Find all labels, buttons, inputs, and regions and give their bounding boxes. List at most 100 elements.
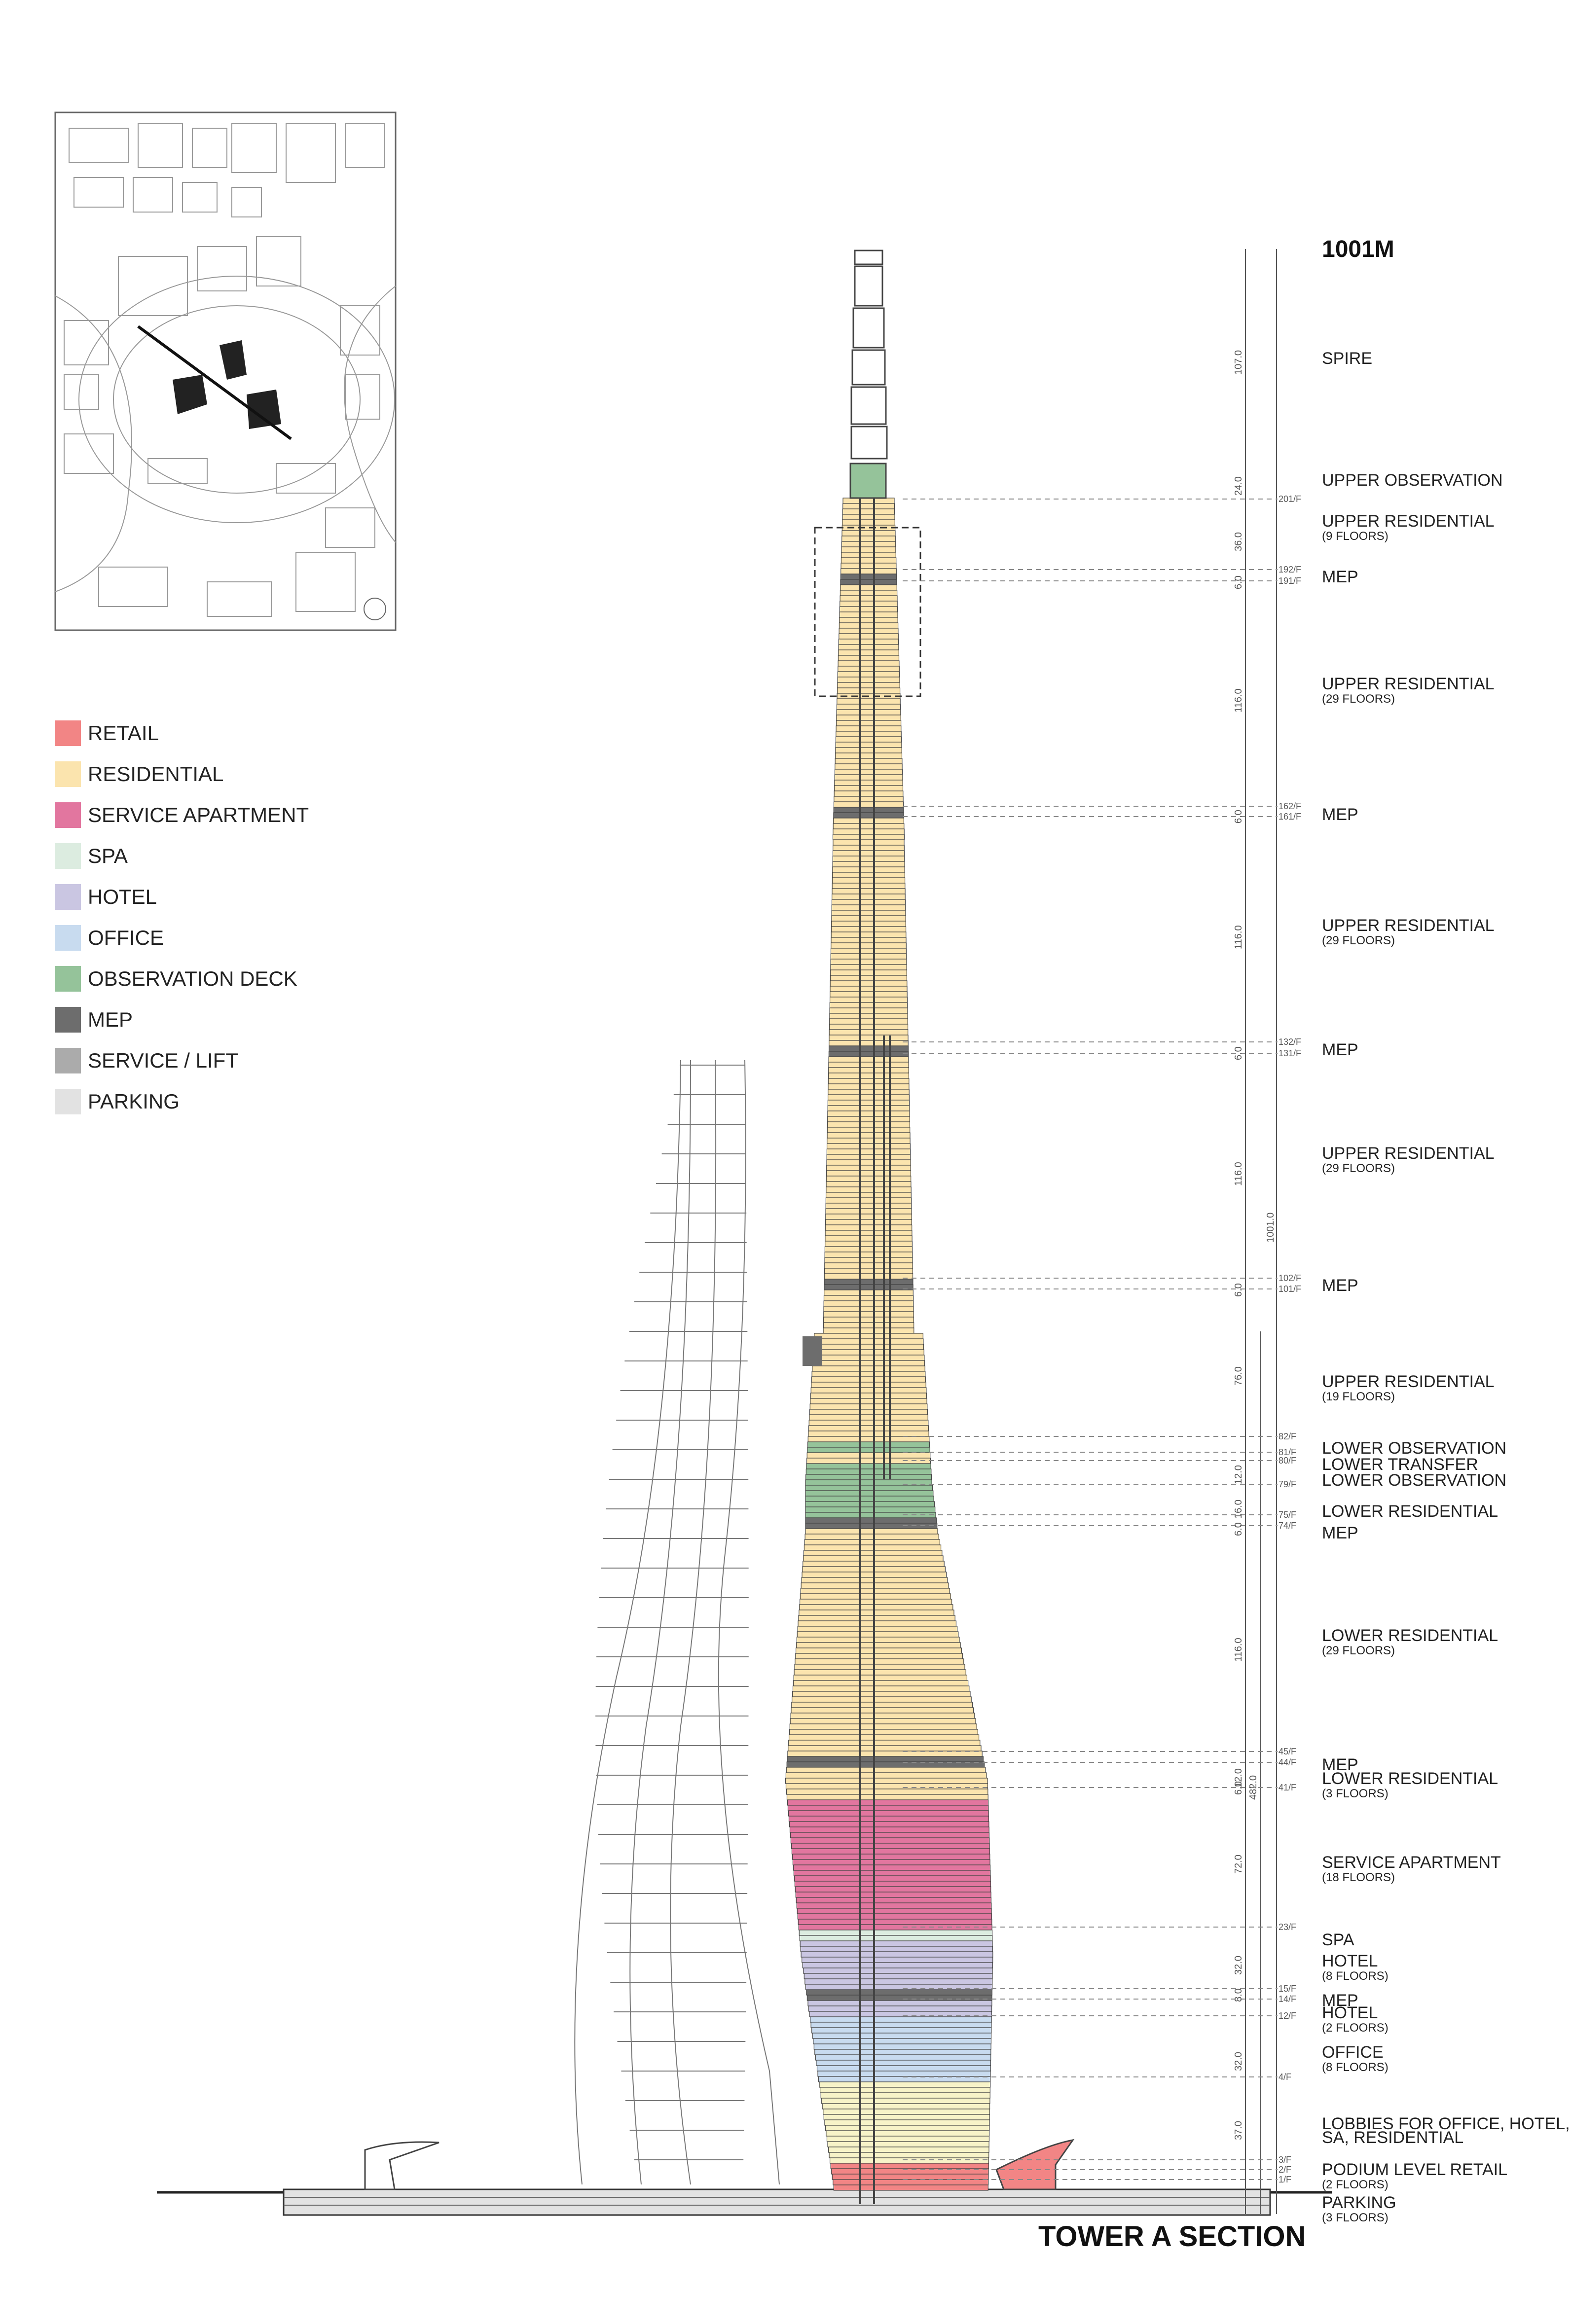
floor-slab [789, 1723, 977, 1730]
floor-slab [823, 1327, 914, 1334]
floor-slab [813, 1338, 924, 1345]
floor-slab [842, 519, 895, 526]
floor-slab [809, 2016, 992, 2023]
floor-slab [799, 1930, 993, 1936]
legend-swatch [55, 720, 81, 746]
zone-label: HOTEL(8 FLOORS) [1322, 1953, 1389, 1982]
floor-slab [833, 818, 904, 824]
zone-label: LOWER OBSERVATION [1322, 1472, 1506, 1489]
floor-slab [828, 1051, 909, 1057]
floor-slab [800, 1588, 950, 1594]
floor-slab [835, 747, 902, 753]
floor-slab [836, 731, 902, 737]
floor-slab [829, 1029, 909, 1036]
floor-slab [832, 861, 905, 867]
zone-label-main: SPIRE [1322, 349, 1373, 368]
floor-slab [830, 975, 908, 981]
floor-slab [831, 910, 906, 916]
floor-slab [790, 1713, 975, 1719]
legend-item: RETAIL [55, 713, 309, 753]
floor-slab [836, 709, 901, 715]
dimension-lines [903, 249, 1278, 2214]
upper-observation-deck [849, 463, 887, 499]
floor-slab [831, 915, 906, 922]
floor-slab [812, 1365, 925, 1372]
floor-slab [823, 1295, 914, 1301]
floor-slab [812, 2033, 992, 2039]
floor-slab [824, 1279, 914, 1285]
floor-slab [827, 1100, 910, 1106]
floor-slab [828, 1062, 909, 1068]
floor-slab [827, 1094, 910, 1101]
zone-label-main: SPA [1322, 1931, 1354, 1949]
floor-slab [810, 1398, 927, 1404]
floor-mark: 23/F [1279, 1922, 1297, 1932]
floor-slab [795, 1653, 963, 1659]
floor-slab [805, 1490, 934, 1497]
floor-slab [830, 2163, 989, 2169]
floor-slab [793, 1864, 991, 1871]
floor-slab [806, 1995, 992, 2001]
floor-slab [833, 807, 904, 813]
floor-slab [789, 1821, 989, 1827]
floor-slab [798, 1919, 992, 1925]
floor-slab [824, 1246, 913, 1252]
dimension-value: 482.0 [1248, 1775, 1259, 1800]
floor-slab [823, 2109, 990, 2115]
floor-slab [800, 1593, 951, 1600]
floor-slab [825, 1192, 912, 1198]
floor-slab [785, 1772, 987, 1779]
floor-mark: 80/F [1279, 1456, 1297, 1466]
floor-slab [840, 579, 897, 585]
floor-slab [831, 899, 906, 905]
floor-slab [809, 1414, 928, 1421]
floor-slab [814, 1333, 923, 1339]
floor-slab [825, 1197, 912, 1204]
floor-slab [787, 1799, 989, 1806]
floor-slab [829, 1024, 909, 1030]
floor-slab [793, 1680, 969, 1686]
floor-slab [805, 1474, 932, 1480]
floor-slab [805, 1468, 932, 1475]
floor-slab [826, 1165, 911, 1171]
zone-label-main: HOTEL [1322, 2003, 1378, 2022]
legend-label: SPA [88, 844, 128, 867]
floor-slab [786, 1794, 988, 1800]
floor-slab [796, 1897, 992, 1903]
floor-slab [798, 1615, 955, 1621]
floor-slab [800, 1940, 993, 1947]
floor-slab [786, 1761, 985, 1768]
zone-label: LOWER RESIDENTIAL(3 FLOORS) [1322, 1770, 1498, 1800]
floor-slab [829, 2157, 989, 2164]
height-title: 1001M [1322, 236, 1394, 262]
floor-slab [830, 953, 907, 960]
site-plan-map [54, 111, 397, 631]
dimension-value: 6.0 [1233, 1781, 1244, 1795]
dimension-value: 32.0 [1233, 2052, 1244, 2071]
floor-mark: 1/F [1279, 2175, 1292, 2184]
floor-slab [794, 1881, 991, 1887]
zone-label-main: UPPER RESIDENTIAL [1322, 1372, 1495, 1391]
floor-slab [840, 601, 898, 607]
floor-mark: 132/F [1279, 1037, 1302, 1047]
floor-mark: 201/F [1279, 494, 1302, 504]
legend-label: OBSERVATION DECK [88, 966, 297, 990]
floor-slab [827, 1132, 911, 1139]
floor-slab [797, 1626, 958, 1632]
legend-item: SERVICE APARTMENT [55, 794, 309, 835]
floor-slab [794, 1875, 991, 1882]
dimension-value: 8.0 [1233, 1988, 1244, 2002]
dimension-value: 1001.0 [1265, 1212, 1276, 1243]
floor-slab [828, 1078, 910, 1084]
floor-slab [829, 1035, 909, 1041]
floor-slab [823, 1311, 914, 1318]
floor-slab [833, 839, 905, 846]
legend-item: OBSERVATION DECK [55, 958, 309, 999]
floor-slab [837, 687, 901, 694]
floor-slab [833, 2179, 989, 2185]
floor-slab [832, 2174, 989, 2180]
floor-slab [835, 752, 903, 759]
floor-mark: 162/F [1279, 801, 1302, 811]
